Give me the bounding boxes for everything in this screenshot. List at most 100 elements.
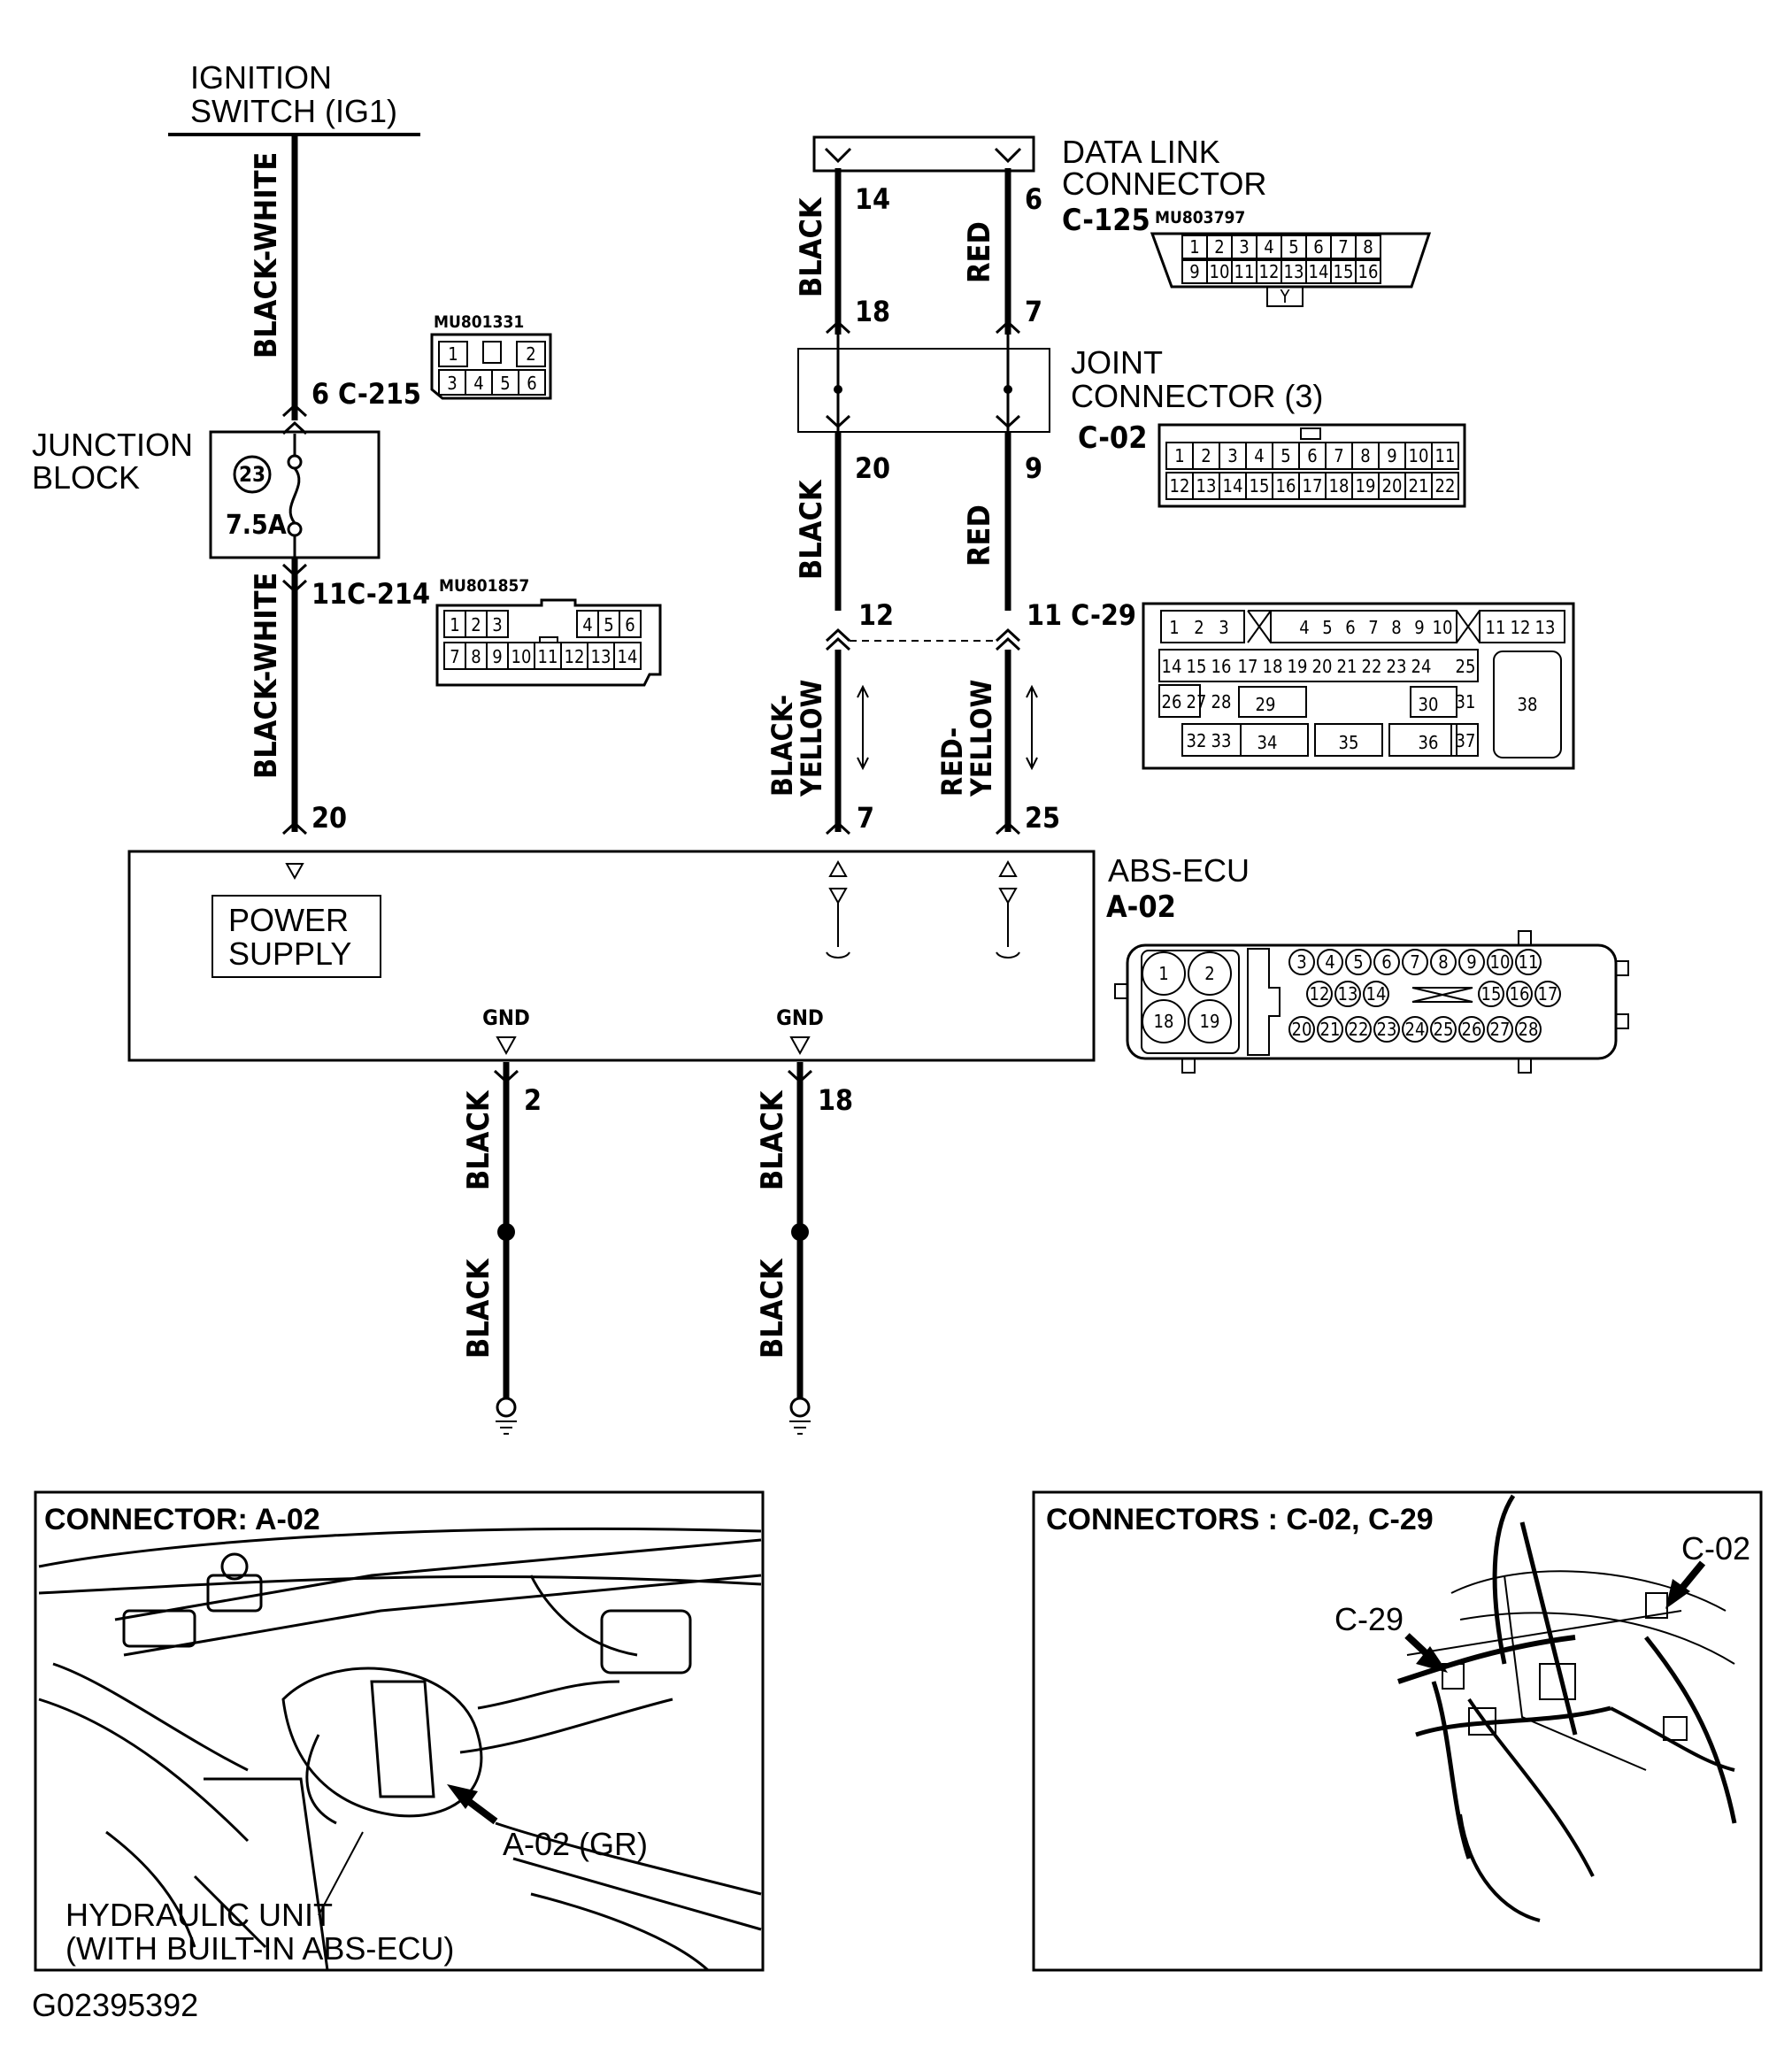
dlc-pin-6: 6 [1313,236,1323,258]
dlc-pin-15: 15 [1334,261,1354,282]
svg-text:29: 29 [1256,694,1276,715]
svg-text:2: 2 [471,614,481,635]
ecu-right-chevron [995,820,1021,835]
gnd-arrow-left-icon [496,1036,517,1056]
gnd-label-right: GND [776,1005,824,1030]
joint-pin-22-cell [1431,472,1459,500]
ground-left-icon [496,1397,517,1435]
gnd-left-chevron [493,1069,519,1084]
svg-text:32: 32 [1187,730,1207,751]
c215-face: 1 2 3 4 5 6 [430,333,552,400]
bidirectional-arrow-left-icon [857,684,869,771]
c214-part-number: MU801857 [439,576,529,596]
svg-text:31: 31 [1456,691,1476,712]
panel-a02 [34,1490,765,1972]
svg-text:4: 4 [473,373,483,394]
abs-pin-5-cell [1345,949,1372,975]
gnd-right-splice [791,1223,809,1241]
wire-label-red-2: RED [962,504,997,566]
abs-pin-22-cell [1345,1016,1372,1043]
abs-ecu-box [127,850,1096,1062]
joint-in-left-pin: 18 [855,295,890,328]
joint-pin-2: 2 [1201,445,1211,466]
wire-label-black-yellow-2: YELLOW [795,680,828,797]
abs-pin-15: 15 [1481,983,1502,1005]
dlc-pin-11: 11 [1234,261,1255,282]
c215-part-number: MU801331 [434,312,524,332]
svg-text:14: 14 [618,646,638,667]
junction-block-label-2: BLOCK [32,459,140,496]
abs-pin-10-cell [1487,949,1513,975]
joint-face [1157,423,1466,508]
wire-label-gnd-black-3: BLACK [461,1258,496,1359]
abs-pin-8-cell [1430,949,1457,975]
joint-pin-4: 4 [1254,445,1264,466]
ignition-label-2: SWITCH (IG1) [190,93,397,129]
c215-female-chevron [281,420,308,435]
dlc-pin-4: 4 [1264,236,1273,258]
abs-pin-12-cell [1306,981,1333,1007]
svg-text:5: 5 [604,614,613,635]
joint-in-left-chevron [825,320,851,335]
c214-pin-label: 11C-214 [311,577,430,611]
panel-c02-c29 [1032,1490,1763,1972]
abs-pin-16: 16 [1510,983,1530,1005]
svg-text:2: 2 [526,343,535,365]
abs-pin-24-cell [1402,1016,1428,1043]
gnd-right-pin: 18 [818,1083,853,1117]
svg-text:7: 7 [1368,617,1378,638]
dlc-label-2: CONNECTOR [1062,166,1266,202]
joint-right-node [1004,385,1012,394]
abs-pin-9-cell [1458,949,1485,975]
joint-pin-1: 1 [1174,445,1184,466]
joint-out-right-pin: 9 [1025,451,1042,485]
wire-label-black-white-top: BLACK-WHITE [249,152,284,358]
joint-label-1: JOINT [1071,344,1163,381]
ecu-right-pin: 25 [1025,801,1060,835]
svg-text:5: 5 [500,373,510,394]
wire-label-black-2: BLACK [794,479,829,580]
joint-pin-11-cell [1431,442,1459,470]
svg-text:10: 10 [511,646,532,667]
joint-pin-13: 13 [1196,475,1217,497]
svg-text:3: 3 [447,373,457,394]
svg-text:1: 1 [448,343,458,365]
callout-arrow-c02-icon [1665,1560,1706,1609]
c214-face: 1 2 3 4 5 6 7 8 9 10 11 12 13 14 [435,598,662,687]
joint-pin-16: 16 [1276,475,1296,497]
svg-text:3: 3 [1219,617,1228,638]
abs-pin-8: 8 [1438,951,1448,973]
abs-pin-6: 6 [1381,951,1391,973]
dlc-pin-14: 14 [1309,261,1329,282]
panel-a02-caption-2: (WITH BUILT-IN ABS-ECU) [65,1930,454,1967]
svg-text:18: 18 [1154,1011,1174,1032]
dlc-label-1: DATA LINK [1062,134,1220,170]
ecu-left-pin: 7 [857,801,874,835]
joint-out-left-pin: 20 [855,451,890,485]
panel-a02-title: CONNECTOR: A-02 [44,1503,320,1536]
c29-face: 1 2 3 4 5 6 7 8 9 10 11 12 13 14 15 16 1… [1142,602,1575,770]
joint-in-right-chevron [995,320,1021,335]
joint-pin-17: 17 [1303,475,1323,497]
fuse-number-badge [233,455,272,494]
gnd-left-pin: 2 [524,1083,542,1117]
fuse-icon [287,434,303,558]
fuse-rating: 7.5A [226,510,287,541]
joint-pin-12: 12 [1170,475,1190,497]
joint-in-right-pin: 7 [1025,295,1042,328]
ecu-comm-left-icon [826,859,850,959]
abs-pin-26-cell [1458,1016,1485,1043]
svg-text:11: 11 [1486,617,1506,638]
dlc-pin-12: 12 [1259,261,1280,282]
svg-text:16: 16 [1211,656,1232,677]
abs-ecu-label: ABS-ECU [1108,852,1250,889]
abs-pin-23: 23 [1377,1019,1397,1040]
abs-pin-3: 3 [1296,951,1306,973]
abs-pin-14: 14 [1366,983,1387,1005]
power-supply-label-2: SUPPLY [228,935,351,972]
c29-right-pin: 11 C-29 [1027,598,1136,632]
joint-pin-5: 5 [1281,445,1290,466]
svg-text:35: 35 [1339,732,1359,753]
abs-pin-21-cell [1317,1016,1343,1043]
c29-left-chevron-1 [825,627,851,643]
